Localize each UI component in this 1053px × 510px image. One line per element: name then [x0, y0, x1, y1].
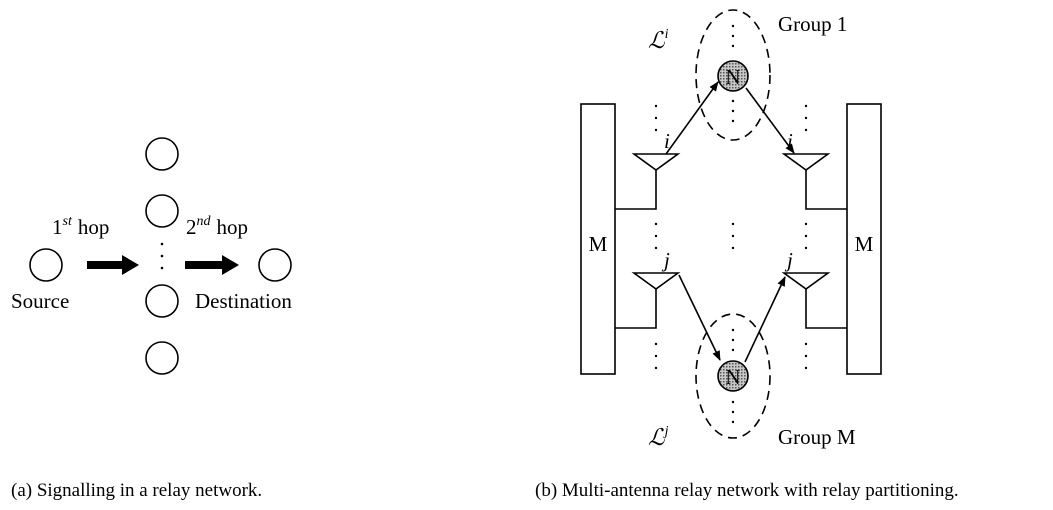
left-block-label: M — [589, 232, 608, 256]
hop-arrows — [87, 255, 239, 275]
first-hop-arrow — [87, 255, 139, 275]
right-m-block — [846, 103, 882, 375]
panel-b-ellipsis-dots — [654, 24, 808, 424]
link-relay-1-to-right-i — [745, 87, 795, 154]
right-block-label: M — [855, 232, 874, 256]
relay-node-4 — [145, 341, 179, 375]
caption-a: (a) Signalling in a relay network. — [11, 480, 262, 501]
link-relay-m-to-right-j — [744, 276, 786, 363]
right-antenna-j-index: j — [784, 248, 793, 272]
relay-node-1 — [145, 137, 179, 171]
panel-b — [580, 9, 882, 439]
relay-node-1-label: N — [725, 65, 740, 89]
left-antenna-i — [615, 153, 681, 210]
relay-node-m-label: N — [725, 365, 740, 389]
link-left-j-to-relay-m — [678, 274, 721, 361]
left-m-block — [580, 103, 616, 375]
left-antenna-i-index: i — [664, 129, 670, 153]
source-label: Source — [11, 289, 69, 313]
relay-node-group-1: N — [717, 60, 749, 92]
destination-node — [258, 248, 292, 282]
right-antenna-i-index: i — [787, 129, 793, 153]
relay-node-group-m: N — [717, 360, 749, 392]
relay-ellipsis — [160, 242, 164, 270]
set-label-j: ℒj — [648, 424, 669, 450]
set-label-i: ℒi — [648, 27, 669, 53]
source-node — [29, 248, 63, 282]
relay-node-2 — [145, 194, 179, 228]
caption-b: (b) Multi-antenna relay network with rel… — [535, 480, 959, 501]
right-antenna-j — [781, 272, 847, 329]
destination-label: Destination — [195, 289, 292, 313]
relay-node-3 — [145, 284, 179, 318]
panel-a — [29, 137, 292, 375]
group-1-ellipse — [695, 9, 771, 141]
group-m-ellipse — [695, 313, 771, 439]
group-m-label: Group M — [778, 425, 856, 449]
second-hop-arrow — [185, 255, 239, 275]
left-antenna-j-index: j — [661, 248, 670, 272]
group-1-label: Group 1 — [778, 12, 847, 36]
link-left-i-to-relay-1 — [665, 81, 719, 155]
left-antenna-j — [615, 272, 681, 329]
right-antenna-i — [781, 153, 847, 210]
